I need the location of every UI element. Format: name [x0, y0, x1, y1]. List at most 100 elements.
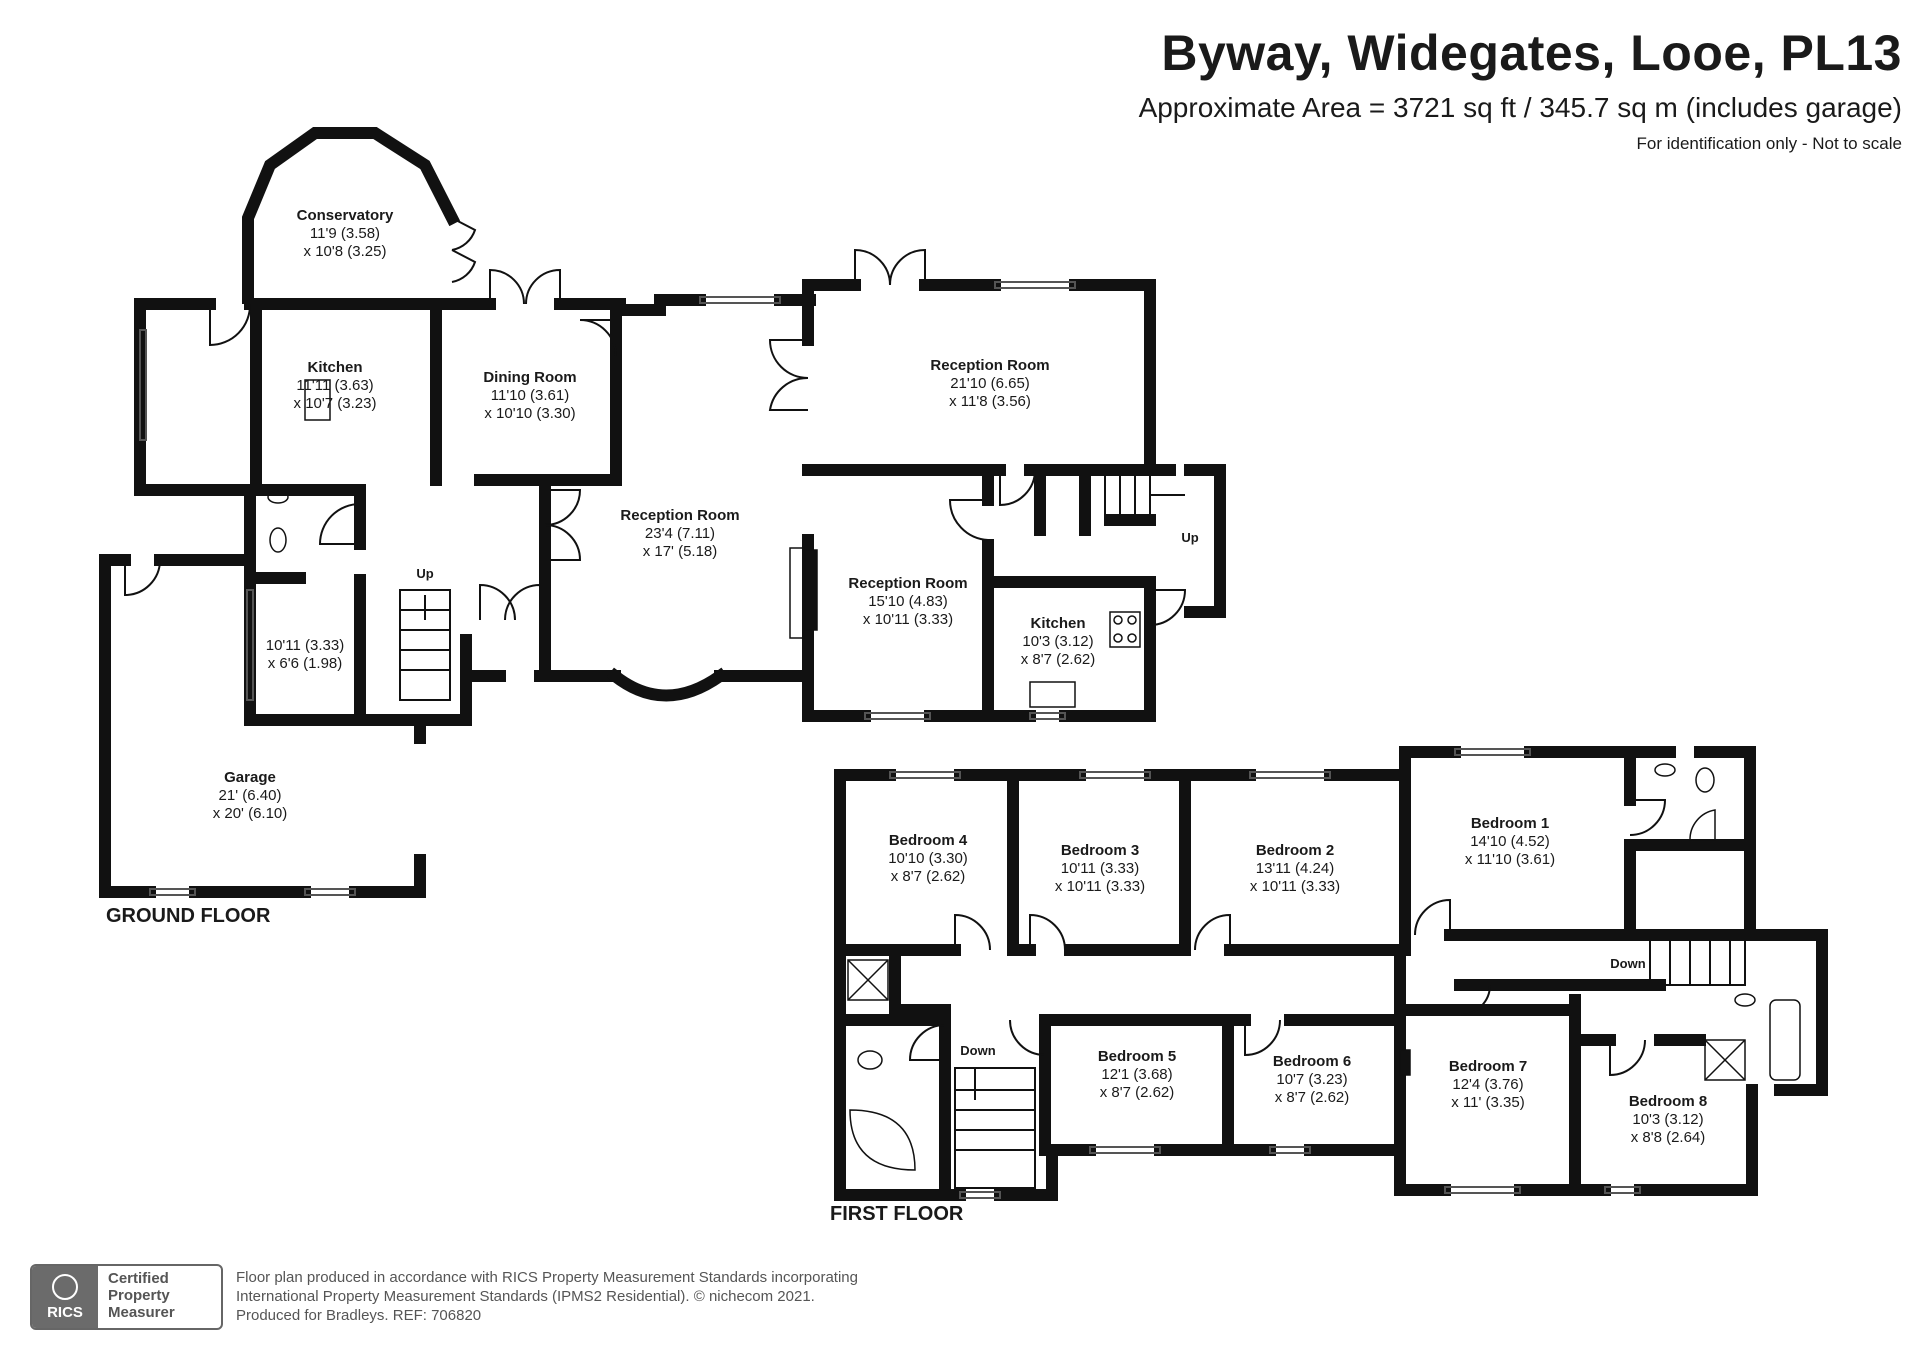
wc-door: [318, 503, 361, 545]
bay-window: [606, 667, 729, 702]
b2-door: [1194, 913, 1231, 951]
bedroom8-name: Bedroom 8: [1629, 1093, 1707, 1110]
rics-logo: RICS: [32, 1266, 98, 1328]
dining-door-right: [525, 268, 561, 305]
bedroom1-name: Bedroom 1: [1471, 815, 1549, 832]
footer-line-3: Produced for Bradleys. REF: 706820: [236, 1307, 482, 1324]
bedroom7-dim2: x 11' (3.35): [1451, 1094, 1524, 1111]
reception-mid-window: [864, 712, 931, 720]
reception-main-wall: [610, 294, 706, 316]
b4-door: [954, 913, 991, 951]
doors: [124, 217, 1667, 1077]
bedroom2-name: Bedroom 2: [1256, 842, 1334, 859]
reception-top-window: [994, 281, 1076, 289]
garage-dim1: 21' (6.40): [219, 787, 282, 804]
dining-name: Dining Room: [483, 369, 576, 386]
footer-disclaimer: Floor plan produced in accordance with R…: [236, 1268, 936, 1325]
first-floor-label: FIRST FLOOR: [830, 1203, 964, 1225]
bedroom4-dim1: 10'10 (3.30): [888, 850, 968, 867]
shower-left: [847, 959, 889, 1001]
kitchen1-dim1: 11'11 (3.63): [296, 377, 373, 394]
bedroom5-dim1: 12'1 (3.68): [1101, 1066, 1172, 1083]
kitchen-sink: [304, 379, 331, 421]
ff-wc: [857, 1050, 883, 1070]
ensuite-door: [1629, 799, 1667, 836]
garage-dim2: x 20' (6.10): [213, 805, 288, 822]
ground-stair-up-label: Up: [416, 566, 433, 581]
scale-note: For identification only - Not to scale: [1636, 134, 1902, 153]
kitchen2-dim2: x 8'7 (2.62): [1021, 651, 1096, 668]
dining-door-left: [489, 268, 525, 305]
conservatory-door-1: [451, 217, 477, 251]
b7-window: [1444, 1186, 1521, 1194]
rics-badge: RICS Certified Property Measurer: [30, 1264, 223, 1330]
reception-top-wall: [802, 279, 861, 306]
chimney-reception: [804, 549, 818, 631]
kitchen1-dim2: x 10'7 (3.23): [294, 395, 377, 412]
bedroom1-dim2: x 11'10 (3.61): [1465, 851, 1555, 868]
kitchen2-name: Kitchen: [1030, 615, 1085, 632]
reception-window: [699, 296, 781, 304]
b5-window: [1089, 1146, 1161, 1154]
ff-shower: [1704, 1039, 1746, 1081]
ensuite-shower: [1689, 809, 1716, 841]
conservatory-name: Conservatory: [297, 207, 394, 224]
ensuite-basin: [1654, 763, 1676, 777]
reception-main-dim1: 23'4 (7.11): [645, 525, 715, 542]
front-door-1: [479, 583, 516, 621]
ff-basin: [1734, 993, 1756, 1007]
kitchen1-name: Kitchen: [307, 359, 362, 376]
patio-door-1: [768, 339, 809, 379]
b2-window: [1249, 771, 1331, 779]
rics-wordmark: RICS: [47, 1304, 83, 1321]
bedroom2-dim2: x 10'11 (3.33): [1250, 878, 1340, 895]
reception-door: [579, 319, 617, 357]
b1-door: [1414, 898, 1451, 936]
bedroom6-dim2: x 8'7 (2.62): [1275, 1089, 1350, 1106]
ff-left-down-label: Down: [960, 1043, 995, 1058]
reception-main-dim2: x 17' (5.18): [643, 543, 718, 560]
ff-right-step: [1744, 929, 1828, 1096]
fireplace-main: [789, 547, 805, 639]
bedroom8-dim2: x 8'8 (2.64): [1631, 1129, 1706, 1146]
kitchen2-sink: [1029, 681, 1076, 708]
stairs: [399, 474, 1746, 1189]
bedroom4-name: Bedroom 4: [889, 832, 968, 849]
reception-top-door-r: [889, 248, 926, 286]
reception-mid-name: Reception Room: [848, 575, 967, 592]
approximate-area: Approximate Area = 3721 sq ft / 345.7 sq…: [1138, 92, 1902, 123]
reception-main-name: Reception Room: [620, 507, 739, 524]
garage-name: Garage: [224, 769, 276, 786]
rics-certified-text: Certified Property Measurer: [108, 1270, 175, 1321]
b1-window: [1454, 748, 1531, 756]
reception-top-dim2: x 11'8 (3.56): [949, 393, 1031, 410]
garage-door: [124, 559, 161, 597]
bedroom2-dim1: 13'11 (4.24): [1256, 860, 1334, 877]
garage-window-1: [149, 888, 196, 896]
corner-bath: [849, 1109, 916, 1171]
b6-window: [1269, 1146, 1311, 1154]
b8-window: [1604, 1186, 1641, 1194]
reception-top-door-l: [854, 248, 891, 286]
bedroom3-dim2: x 10'11 (3.33): [1055, 878, 1145, 895]
bedroom8-dim1: 10'3 (3.12): [1632, 1111, 1703, 1128]
room-labels: Conservatory 11'9 (3.58) x 10'8 (3.25) K…: [213, 207, 1707, 1146]
reception-top-dim1: 21'10 (6.65): [950, 375, 1030, 392]
reception-mid-dim2: x 10'11 (3.33): [863, 611, 953, 628]
hall-door-2: [544, 524, 582, 561]
hall-door-1: [544, 489, 582, 526]
windows: [139, 281, 1641, 1199]
patio-door-2: [768, 376, 809, 411]
ensuite-wc: [1695, 767, 1715, 793]
kitchen2-window: [1029, 712, 1066, 720]
utility-dim1: 10'11 (3.33): [266, 637, 344, 654]
reception-top-name: Reception Room: [930, 357, 1049, 374]
kitchen-wall: [134, 298, 256, 496]
utility-window: [246, 589, 254, 701]
b3-door: [1029, 913, 1066, 951]
footer-line-2: International Property Measurement Stand…: [236, 1288, 815, 1305]
bedroom5-name: Bedroom 5: [1098, 1048, 1176, 1065]
ground-floor-label: GROUND FLOOR: [106, 905, 271, 927]
ff-right-down-label: Down: [1610, 956, 1645, 971]
ff-top-b1: [1399, 746, 1461, 781]
